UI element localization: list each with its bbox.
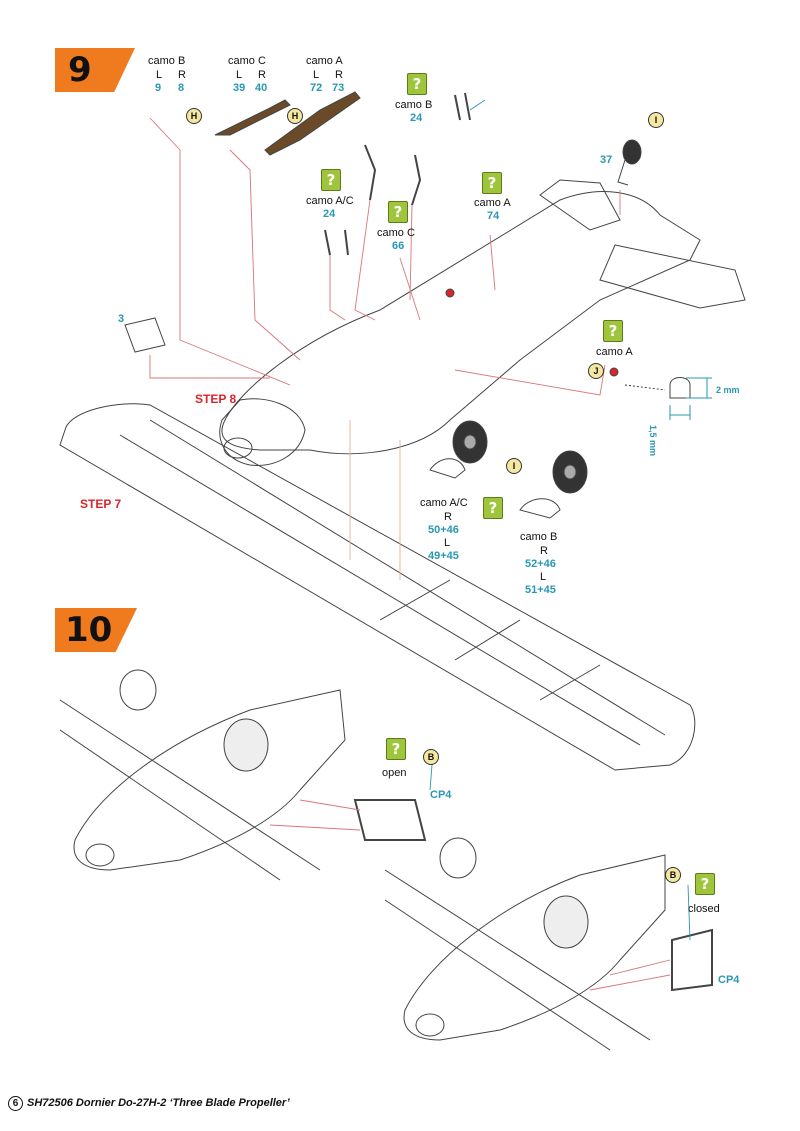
- ref-step7: STEP 7: [80, 497, 122, 511]
- camoC-L-num: 39: [233, 82, 246, 94]
- gear-camoAC-label: camo A/C: [420, 497, 468, 509]
- gear-camoAC-R: R: [444, 511, 452, 523]
- camoC-L: L: [236, 69, 243, 81]
- cowling: [219, 398, 306, 466]
- gear-camoB-L-num: 51+45: [525, 584, 556, 596]
- door-closed: [671, 928, 713, 992]
- optional-part-icon: ?: [483, 497, 503, 519]
- camoC-mid-label: camo C: [377, 227, 415, 239]
- callout-i: I: [506, 458, 522, 474]
- wing-outline: [59, 403, 696, 771]
- gear-camoB-label: camo B: [520, 531, 558, 543]
- tailwheel: [622, 139, 642, 165]
- callout-i: I: [648, 112, 664, 128]
- camoB-top-label: camo B: [148, 55, 186, 67]
- optional-part-icon: ?: [407, 73, 427, 95]
- gear-camoB-R: R: [540, 545, 548, 557]
- cp4-open: CP4: [430, 789, 452, 801]
- callout-b: B: [665, 867, 681, 883]
- gear-camoB-L: L: [540, 571, 547, 583]
- optional-part-icon: ?: [482, 172, 502, 194]
- camoC-R: R: [258, 69, 266, 81]
- optional-part-icon: ?: [321, 169, 341, 191]
- camoB-mid-label: camo B: [395, 99, 433, 111]
- camoAC-mid-label: camo A/C: [306, 195, 354, 207]
- optional-part-icon: ?: [695, 873, 715, 895]
- gear-camoAC-L-num: 49+45: [428, 550, 459, 562]
- door-open-label: open: [382, 767, 407, 779]
- step9-number: 9: [68, 50, 92, 90]
- optional-part-icon: ?: [603, 320, 623, 342]
- camoAC-mid-num: 24: [323, 208, 336, 220]
- step10-number: 10: [65, 610, 113, 650]
- footer-title: SH72506 Dornier Do-27H-2 ‘Three Blade Pr…: [27, 1097, 290, 1109]
- step10-fuselage-a: [73, 689, 346, 871]
- tailplane: [599, 244, 746, 309]
- part-37: 37: [600, 154, 613, 166]
- camoA-L: L: [313, 69, 320, 81]
- part-3: 3: [118, 313, 125, 325]
- cp4-closed: CP4: [718, 974, 740, 986]
- gear-camoB-R-num: 52+46: [525, 558, 556, 570]
- gear-camoAC-R-num: 50+46: [428, 524, 459, 536]
- camoA-L-num: 72: [310, 82, 323, 94]
- dim-2mm: 2 mm: [716, 385, 740, 395]
- camoA-mid-num: 74: [487, 210, 500, 222]
- camoA-mid-label: camo A: [474, 197, 511, 209]
- camoA-R-num: 73: [332, 82, 345, 94]
- optional-part-icon: ?: [388, 201, 408, 223]
- gear-camoAC-L: L: [444, 537, 451, 549]
- camoC-top-label: camo C: [228, 55, 266, 67]
- fin: [539, 179, 621, 231]
- step10-fuselage-b: [403, 854, 666, 1041]
- page-number: 6: [8, 1096, 23, 1111]
- optional-part-icon: ?: [386, 738, 406, 760]
- door-closed-label: closed: [688, 903, 720, 915]
- ref-step8: STEP 8: [195, 392, 237, 406]
- camoA-R: R: [335, 69, 343, 81]
- footer: 6 SH72506 Dornier Do-27H-2 ‘Three Blade P…: [8, 1096, 290, 1111]
- callout-j: J: [588, 363, 604, 379]
- fuselage-outline: [221, 191, 701, 455]
- camoA-right-label: camo A: [596, 346, 633, 358]
- camoC-mid-num: 66: [392, 240, 405, 252]
- exhaust-camo-a: [264, 91, 361, 156]
- callout-b: B: [423, 749, 439, 765]
- exhaust-camo-c: [214, 99, 291, 136]
- camoB-mid-num: 24: [410, 112, 423, 124]
- callout-h: H: [287, 108, 303, 124]
- camoA-top-label: camo A: [306, 55, 343, 67]
- callout-h: H: [186, 108, 202, 124]
- camoB-L-num: 9: [155, 82, 162, 94]
- door-open: [353, 799, 427, 841]
- camoB-R-num: 8: [178, 82, 185, 94]
- camoB-R: R: [178, 69, 186, 81]
- camoC-R-num: 40: [255, 82, 268, 94]
- spinner: [223, 437, 253, 459]
- dim-1-5mm: 1,5 mm: [648, 425, 658, 457]
- camoB-L: L: [156, 69, 163, 81]
